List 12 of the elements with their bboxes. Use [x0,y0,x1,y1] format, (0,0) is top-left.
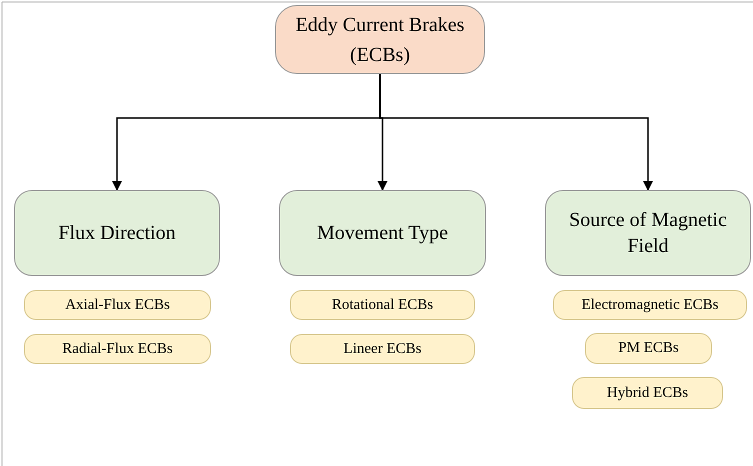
category-box: Source of Magnetic Field [545,190,751,276]
category-box: Movement Type [279,190,486,276]
item-pill: Electromagnetic ECBs [553,290,747,320]
item-pill: Lineer ECBs [290,334,475,364]
arrow [379,74,653,191]
item-pill: Rotational ECBs [290,290,475,320]
item-pill: Axial-Flux ECBs [24,290,211,320]
category-box: Flux Direction [14,190,220,276]
item-pill: Radial-Flux ECBs [24,334,211,364]
item-pill: Hybrid ECBs [572,377,723,409]
item-pill: PM ECBs [585,333,712,364]
root-box: Eddy Current Brakes (ECBs) [275,5,485,74]
